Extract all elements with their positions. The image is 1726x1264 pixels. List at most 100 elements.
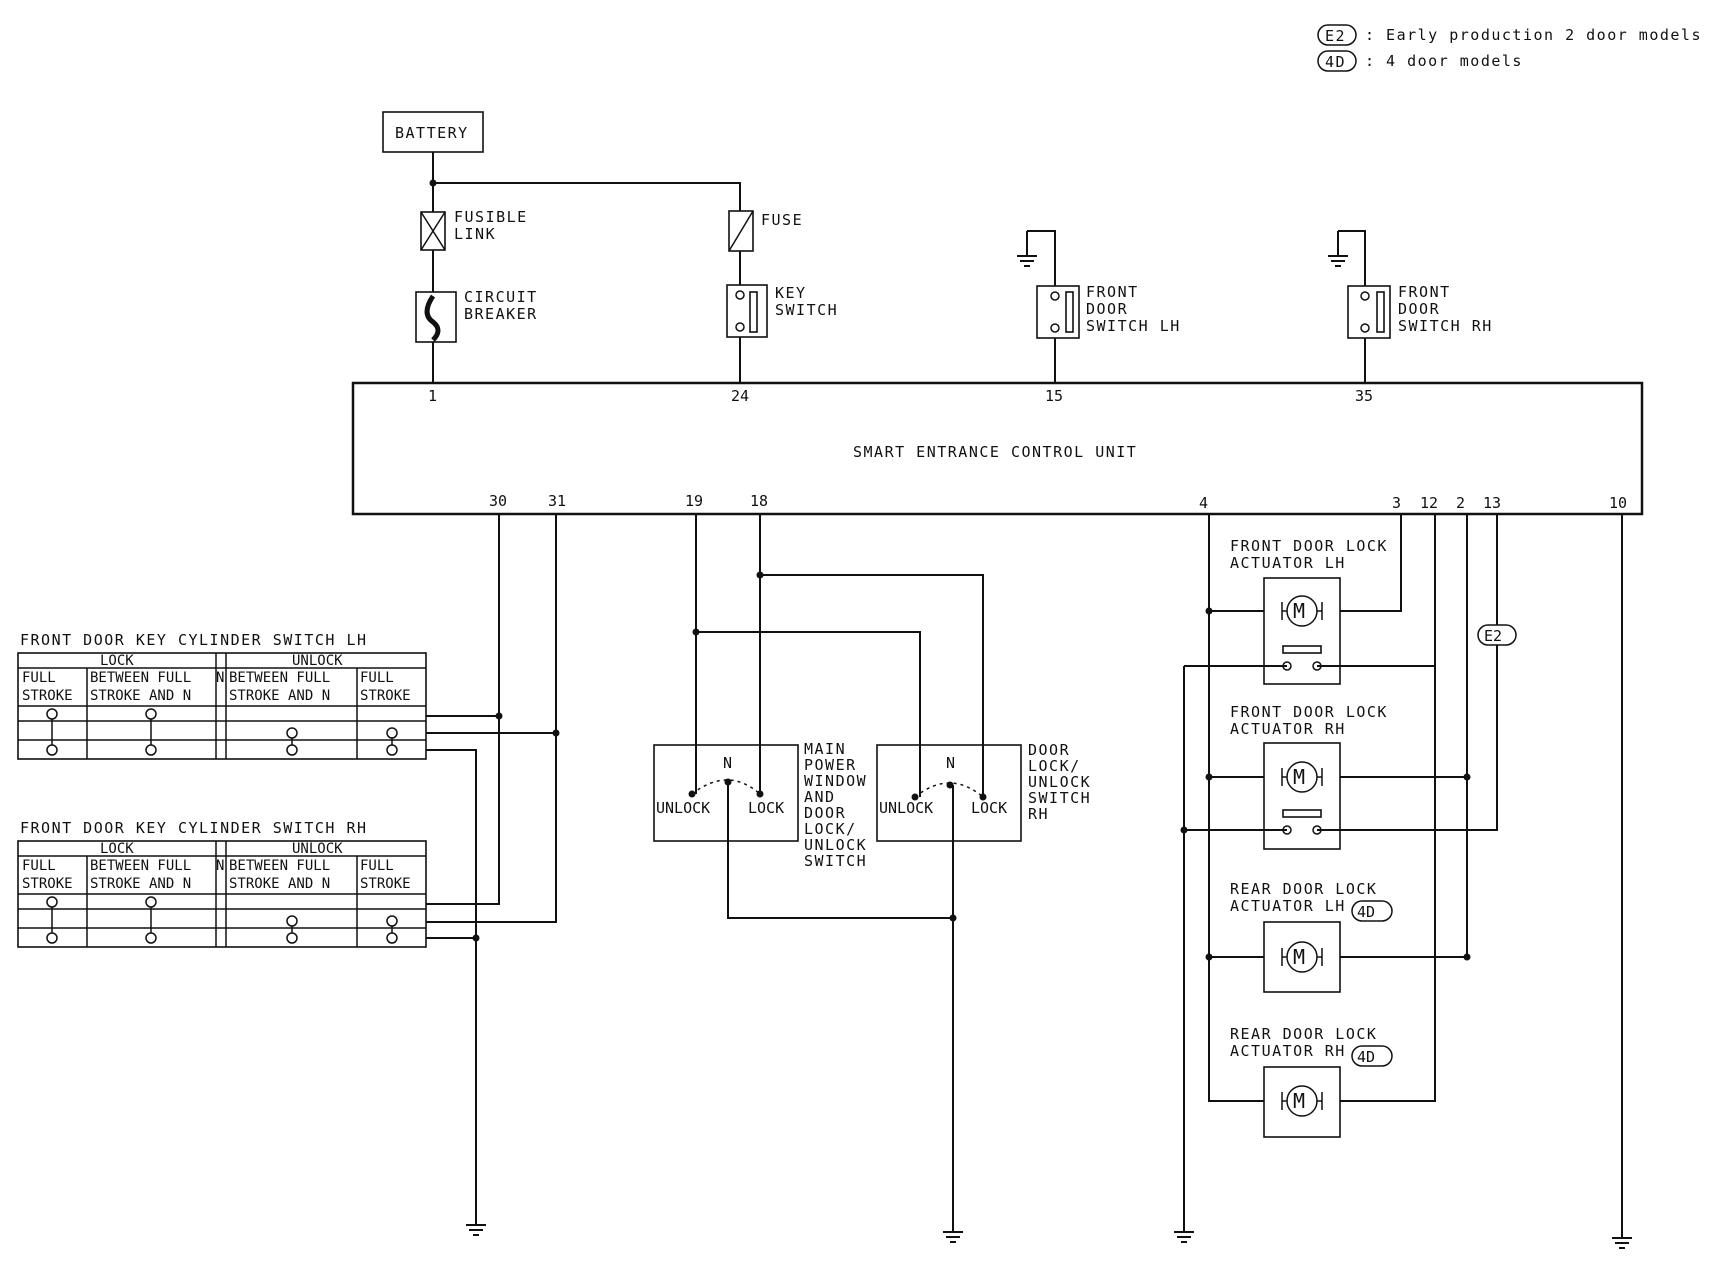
battery: BATTERY: [382, 111, 484, 153]
pin-35: 35: [1355, 387, 1373, 405]
main-switch-label-1: MAIN: [804, 740, 846, 758]
main-switch-label-6: LOCK/: [804, 820, 857, 838]
battery-label: BATTERY: [395, 124, 469, 142]
key-cylinder-lh-unlock: UNLOCK: [292, 653, 343, 669]
fuse: FUSE: [728, 210, 803, 252]
actuator-rh-label-1: FRONT DOOR LOCK: [1230, 703, 1388, 721]
rear-actuator-lh-tag: 4D: [1357, 903, 1375, 921]
key-switch-label-2: SWITCH: [775, 301, 838, 319]
actuator-lh-label-1: FRONT DOOR LOCK: [1230, 537, 1388, 555]
key-cylinder-switch-lh: FRONT DOOR KEY CYLINDER SWITCH LH LOCK U…: [17, 631, 427, 760]
main-switch-label-8: SWITCH: [804, 852, 867, 870]
fusible-link: FUSIBLE LINK: [420, 208, 528, 251]
e2-wire-tag: E2: [1484, 627, 1502, 645]
circuit-breaker: CIRCUIT BREAKER: [415, 288, 538, 343]
key-cylinder-rh-col-full-u-2: STROKE: [360, 876, 411, 892]
rear-door-lock-actuator-rh: REAR DOOR LOCK ACTUATOR RH 4D M: [1230, 1025, 1393, 1138]
key-cylinder-lh-col-between-u-1: BETWEEN FULL: [229, 670, 330, 686]
key-cylinder-lh-col-between-1: BETWEEN FULL: [90, 670, 191, 686]
rear-actuator-lh-motor: M: [1293, 945, 1305, 969]
pin-30: 30: [489, 492, 507, 510]
front-door-lock-actuator-rh: FRONT DOOR LOCK ACTUATOR RH M: [1230, 703, 1388, 850]
pin-19: 19: [685, 492, 703, 510]
pin-12: 12: [1420, 494, 1438, 512]
circuit-breaker-label-2: BREAKER: [464, 305, 538, 323]
key-cylinder-rh-col-between-2: STROKE AND N: [90, 876, 191, 892]
front-door-switch-lh-label-3: SWITCH LH: [1086, 317, 1181, 335]
door-switch-rh-n: N: [946, 754, 955, 772]
control-unit: SMART ENTRANCE CONTROL UNIT 1 24 15 35 3…: [351, 381, 1644, 516]
door-switch-rh-label-4: SWITCH: [1028, 789, 1091, 807]
circuit-breaker-label-1: CIRCUIT: [464, 288, 538, 306]
key-cylinder-lh-col-full-2: STROKE: [22, 688, 73, 704]
front-door-switch-lh-label-1: FRONT: [1086, 283, 1139, 301]
front-door-switch-rh-label-1: FRONT: [1398, 283, 1451, 301]
key-cylinder-rh-lock: LOCK: [100, 841, 134, 857]
key-cylinder-lh-title: FRONT DOOR KEY CYLINDER SWITCH LH: [20, 631, 368, 649]
door-switch-rh-label-5: RH: [1028, 805, 1049, 823]
key-cylinder-lh-col-full-u-1: FULL: [360, 670, 394, 686]
main-switch-label-3: WINDOW: [804, 772, 867, 790]
main-switch-lock: LOCK: [748, 799, 784, 817]
rear-actuator-lh-label-2: ACTUATOR LH: [1230, 897, 1346, 915]
fusible-link-label-1: FUSIBLE: [454, 208, 528, 226]
pin-4: 4: [1199, 494, 1208, 512]
actuator-lh-motor: M: [1293, 599, 1305, 623]
rear-actuator-rh-motor: M: [1293, 1089, 1305, 1113]
door-switch-rh-label-3: UNLOCK: [1028, 773, 1091, 791]
key-cylinder-rh-title: FRONT DOOR KEY CYLINDER SWITCH RH: [20, 819, 368, 837]
legend-text-4d: : 4 door models: [1365, 52, 1523, 70]
key-switch-label-1: KEY: [775, 284, 807, 302]
front-door-switch-rh-label-3: SWITCH RH: [1398, 317, 1493, 335]
pin-24: 24: [731, 387, 749, 405]
actuator-rh-motor: M: [1293, 765, 1305, 789]
main-switch-label-4: AND: [804, 788, 836, 806]
main-switch-label-5: DOOR: [804, 804, 846, 822]
rear-door-lock-actuator-lh: REAR DOOR LOCK ACTUATOR LH 4D M: [1230, 880, 1393, 993]
main-switch-label-7: UNLOCK: [804, 836, 867, 854]
key-cylinder-rh-col-full-u-1: FULL: [360, 858, 394, 874]
key-cylinder-switch-rh: FRONT DOOR KEY CYLINDER SWITCH RH LOCK U…: [17, 819, 427, 948]
key-cylinder-lh-col-between-u-2: STROKE AND N: [229, 688, 330, 704]
pin-13: 13: [1483, 494, 1501, 512]
key-cylinder-lh-lock: LOCK: [100, 653, 134, 669]
pin-1: 1: [428, 387, 437, 405]
rear-actuator-lh-label-1: REAR DOOR LOCK: [1230, 880, 1377, 898]
door-lock-unlock-switch-rh: N UNLOCK LOCK DOOR LOCK/ UNLOCK SWITCH R…: [876, 741, 1091, 842]
legend-code-e2: E2: [1325, 27, 1346, 45]
rear-actuator-rh-tag: 4D: [1357, 1048, 1375, 1066]
actuator-rh-label-2: ACTUATOR RH: [1230, 720, 1346, 738]
front-door-switch-rh-label-2: DOOR: [1398, 300, 1440, 318]
key-cylinder-rh-col-full-1: FULL: [22, 858, 56, 874]
pin-2: 2: [1456, 494, 1465, 512]
pin-3: 3: [1392, 494, 1401, 512]
door-switch-rh-label-1: DOOR: [1028, 741, 1070, 759]
key-cylinder-rh-col-full-2: STROKE: [22, 876, 73, 892]
key-cylinder-lh-col-full-1: FULL: [22, 670, 56, 686]
door-switch-rh-lock: LOCK: [971, 799, 1007, 817]
main-switch-n: N: [723, 754, 732, 772]
fusible-link-label-2: LINK: [454, 225, 496, 243]
legend-code-4d: 4D: [1325, 53, 1346, 71]
key-switch: KEY SWITCH: [726, 284, 838, 338]
key-cylinder-rh-col-between-1: BETWEEN FULL: [90, 858, 191, 874]
key-cylinder-rh-col-between-u-2: STROKE AND N: [229, 876, 330, 892]
front-door-switch-lh-label-2: DOOR: [1086, 300, 1128, 318]
key-cylinder-lh-col-full-u-2: STROKE: [360, 688, 411, 704]
legend: E2 : Early production 2 door models 4D :…: [1317, 24, 1700, 72]
front-door-switch-lh: FRONT DOOR SWITCH LH: [1017, 230, 1181, 339]
door-switch-rh-label-2: LOCK/: [1028, 757, 1081, 775]
key-cylinder-lh-col-n: N: [216, 670, 224, 686]
key-cylinder-rh-unlock: UNLOCK: [292, 841, 343, 857]
control-unit-title: SMART ENTRANCE CONTROL UNIT: [853, 443, 1137, 461]
actuator-lh-label-2: ACTUATOR LH: [1230, 554, 1346, 572]
key-cylinder-lh-col-between-2: STROKE AND N: [90, 688, 191, 704]
main-power-window-switch: N UNLOCK LOCK MAIN POWER WINDOW AND DOOR…: [653, 740, 867, 870]
rear-actuator-rh-label-2: ACTUATOR RH: [1230, 1042, 1346, 1060]
fuse-label: FUSE: [761, 211, 803, 229]
main-switch-label-2: POWER: [804, 756, 857, 774]
pin-15: 15: [1045, 387, 1063, 405]
pin-10: 10: [1609, 494, 1627, 512]
pin-18: 18: [750, 492, 768, 510]
